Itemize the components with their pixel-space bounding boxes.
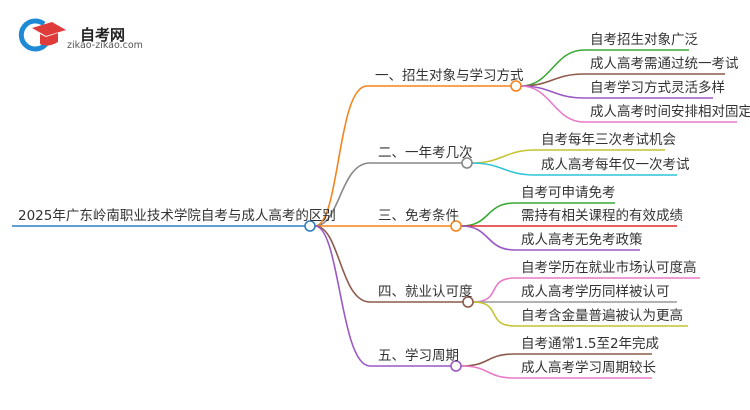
leaf-node-label[interactable]: 成人高考时间安排相对固定 — [590, 104, 750, 120]
branch-connector — [314, 162, 462, 227]
branch-node-label[interactable]: 五、学习周期 — [378, 348, 459, 364]
logo-subtitle: zikao-zikao.com — [67, 40, 143, 51]
leaf-connector — [460, 353, 652, 367]
leaf-node-label[interactable]: 需持有相关课程的有效成绩 — [521, 208, 683, 224]
leaf-node-label[interactable]: 成人高考学习周期较长 — [521, 360, 656, 376]
branch-collapse-toggle[interactable] — [450, 360, 462, 372]
branch-node-label[interactable]: 二、一年考几次 — [378, 145, 473, 161]
branch-node-label[interactable]: 三、免考条件 — [378, 208, 459, 224]
leaf-connector — [520, 49, 689, 87]
leaf-node-label[interactable]: 成人高考需通过统一考试 — [590, 56, 739, 72]
branch-connector — [314, 225, 463, 303]
branch-collapse-toggle[interactable] — [462, 296, 474, 308]
leaf-connector — [472, 277, 700, 303]
leaf-connector — [520, 73, 725, 87]
branch-connector — [314, 85, 511, 227]
leaf-node-label[interactable]: 自考含金量普遍被认为更高 — [521, 308, 683, 324]
leaf-connector — [472, 301, 688, 327]
root-node-label[interactable]: 2025年广东岭南职业技术学院自考与成人高考的区别 — [18, 208, 336, 224]
leaf-node-label[interactable]: 自考可申请免考 — [521, 185, 616, 201]
logo-title: 自考网 — [80, 26, 126, 44]
leaf-connector — [520, 85, 713, 99]
logo-mortarboard-icon — [18, 18, 66, 52]
leaf-connector — [460, 202, 615, 227]
branch-collapse-toggle[interactable] — [510, 80, 522, 92]
root-collapse-toggle[interactable] — [304, 220, 316, 232]
branch-collapse-toggle[interactable] — [461, 157, 473, 169]
leaf-connector — [471, 149, 665, 164]
leaf-node-label[interactable]: 自考招生对象广泛 — [590, 32, 698, 48]
branch-connector — [314, 225, 451, 367]
leaf-node-label[interactable]: 自考每年三次考试机会 — [541, 132, 676, 148]
branch-node-label[interactable]: 四、就业认可度 — [378, 284, 473, 300]
leaf-node-label[interactable]: 自考通常1.5至2年完成 — [521, 336, 660, 352]
leaf-connector — [471, 162, 677, 176]
leaf-connector — [520, 85, 737, 123]
leaf-connector — [460, 365, 652, 379]
leaf-node-label[interactable]: 成人高考每年仅一次考试 — [541, 157, 690, 173]
leaf-node-label[interactable]: 成人高考学历同样被认可 — [521, 284, 670, 300]
branch-node-label[interactable]: 一、招生对象与学习方式 — [375, 68, 524, 84]
leaf-connector — [460, 225, 640, 251]
branch-collapse-toggle[interactable] — [450, 220, 462, 232]
leaf-node-label[interactable]: 自考学习方式灵活多样 — [590, 80, 725, 96]
leaf-node-label[interactable]: 自考学历在就业市场认可度高 — [521, 260, 697, 276]
leaf-node-label[interactable]: 成人高考无免考政策 — [521, 232, 643, 248]
